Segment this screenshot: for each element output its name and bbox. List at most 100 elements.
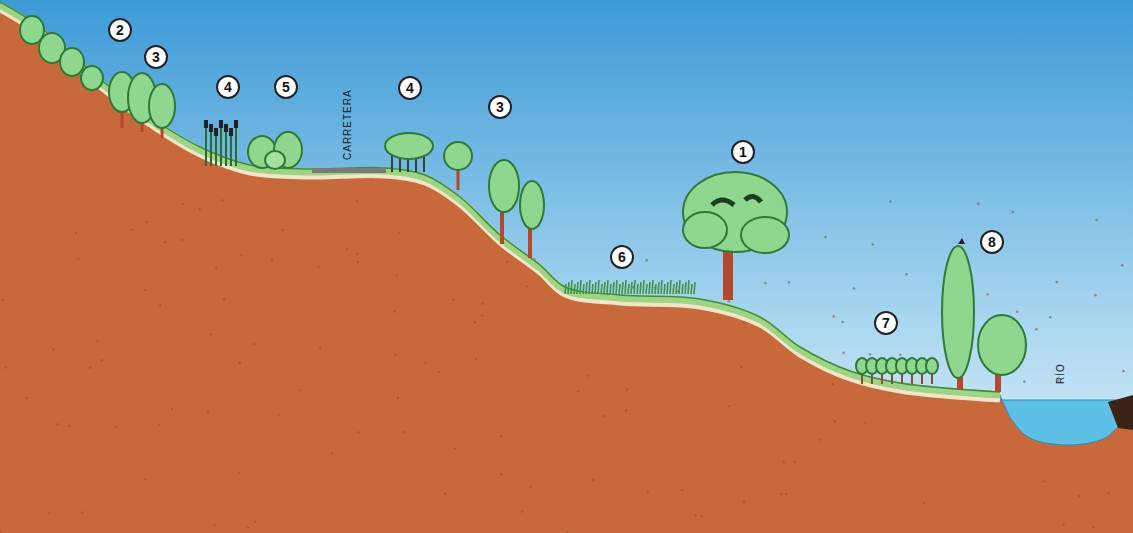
soil-speck — [356, 200, 359, 203]
grass-blade — [667, 282, 668, 294]
river-water — [1000, 395, 1133, 445]
soil-speck — [1012, 211, 1015, 214]
soil-speck — [247, 527, 250, 530]
soil-speck — [96, 340, 99, 343]
reed-stem — [220, 122, 222, 166]
grass-blade — [661, 280, 662, 294]
tree-crown — [926, 358, 938, 374]
soil-speck — [521, 510, 524, 513]
grass-blade — [655, 284, 656, 294]
soil-speck — [899, 353, 902, 356]
grass-blade — [580, 280, 581, 294]
soil-speck — [1092, 526, 1095, 529]
soil-speck — [833, 420, 836, 423]
soil-speck — [81, 511, 84, 514]
soil-speck — [780, 493, 783, 496]
tree-crown — [520, 181, 544, 229]
grass-blade — [682, 284, 683, 294]
grass-blade — [604, 282, 605, 294]
soil-speck — [824, 236, 827, 239]
soil-speck — [398, 232, 401, 235]
callout-number: 7 — [874, 311, 898, 335]
grass-blade — [592, 284, 593, 294]
ground — [0, 5, 1133, 533]
callout-number: 3 — [488, 95, 512, 119]
grass-blade — [673, 284, 674, 294]
reed-head — [219, 120, 223, 128]
soil-speck — [346, 248, 349, 251]
soil-speck — [529, 485, 532, 488]
soil-speck — [785, 493, 788, 496]
grass-blade — [571, 280, 572, 294]
grass-blade — [640, 282, 641, 294]
river-bank — [1108, 395, 1133, 430]
soil-speck — [52, 348, 55, 351]
soil-speck — [869, 353, 872, 356]
soil-speck — [700, 515, 703, 518]
soil-speck — [277, 413, 280, 416]
grass-blade — [610, 284, 611, 294]
soil-speck — [1049, 316, 1052, 319]
soil-speck — [1023, 380, 1026, 383]
soil-speck — [221, 199, 224, 202]
soil-texture — [0, 199, 1125, 533]
soil-speck — [986, 293, 989, 296]
soil-speck — [454, 447, 457, 450]
soil-speck — [402, 431, 405, 434]
grass-blade — [631, 282, 632, 294]
soil-speck — [144, 288, 147, 291]
tree-crown — [265, 151, 285, 169]
soil-speck — [395, 274, 398, 277]
reed-stem — [205, 122, 207, 166]
soil-speck — [833, 315, 836, 318]
soil-speck — [77, 258, 80, 261]
callout-number: 8 — [980, 230, 1004, 254]
grass-blade — [625, 280, 626, 294]
grass-blade — [601, 284, 602, 294]
soil-speck — [728, 405, 731, 408]
soil-speck — [181, 203, 184, 206]
callout-number: 2 — [108, 18, 132, 42]
grass-blade — [616, 280, 617, 294]
soil-speck — [793, 461, 796, 464]
soil-layer — [0, 10, 1000, 400]
callout-number: 1 — [731, 140, 755, 164]
grass-blade — [694, 282, 695, 294]
soil-speck — [645, 259, 648, 262]
tree-crown — [489, 160, 519, 212]
soil-speck — [397, 397, 400, 400]
soil-speck — [0, 531, 2, 533]
soil-speck — [26, 397, 29, 400]
soil-speck — [1121, 264, 1124, 267]
soil-speck — [317, 265, 320, 268]
soil-speck — [1062, 523, 1065, 526]
soil-speck — [592, 479, 595, 482]
vegetation — [20, 16, 1026, 392]
grass-blade — [607, 280, 608, 294]
soil-speck — [68, 425, 71, 428]
soil-speck — [331, 451, 334, 454]
grass-blade — [586, 282, 587, 294]
tree-crown — [741, 217, 789, 253]
soil-speck — [481, 302, 484, 305]
soil-speck — [159, 304, 162, 307]
soil-speck — [626, 388, 629, 391]
callout-number: 4 — [398, 76, 422, 100]
tree-crown — [81, 66, 103, 90]
soil-speck — [923, 502, 926, 505]
tree-crown — [942, 246, 974, 378]
soil-speck — [75, 232, 78, 235]
grass-blade — [670, 280, 671, 294]
road — [312, 168, 386, 173]
place-label: RÍO — [1055, 363, 1066, 384]
soil-speck — [743, 500, 746, 503]
tree-shadow — [712, 196, 761, 205]
soil-speck — [207, 411, 210, 414]
grass-blade — [688, 280, 689, 294]
grass-blade — [583, 284, 584, 294]
grass-blade — [664, 284, 665, 294]
reed-head — [209, 124, 213, 132]
soil-speck — [1078, 495, 1081, 498]
grass-blade — [619, 284, 620, 294]
reed-head — [229, 128, 233, 136]
